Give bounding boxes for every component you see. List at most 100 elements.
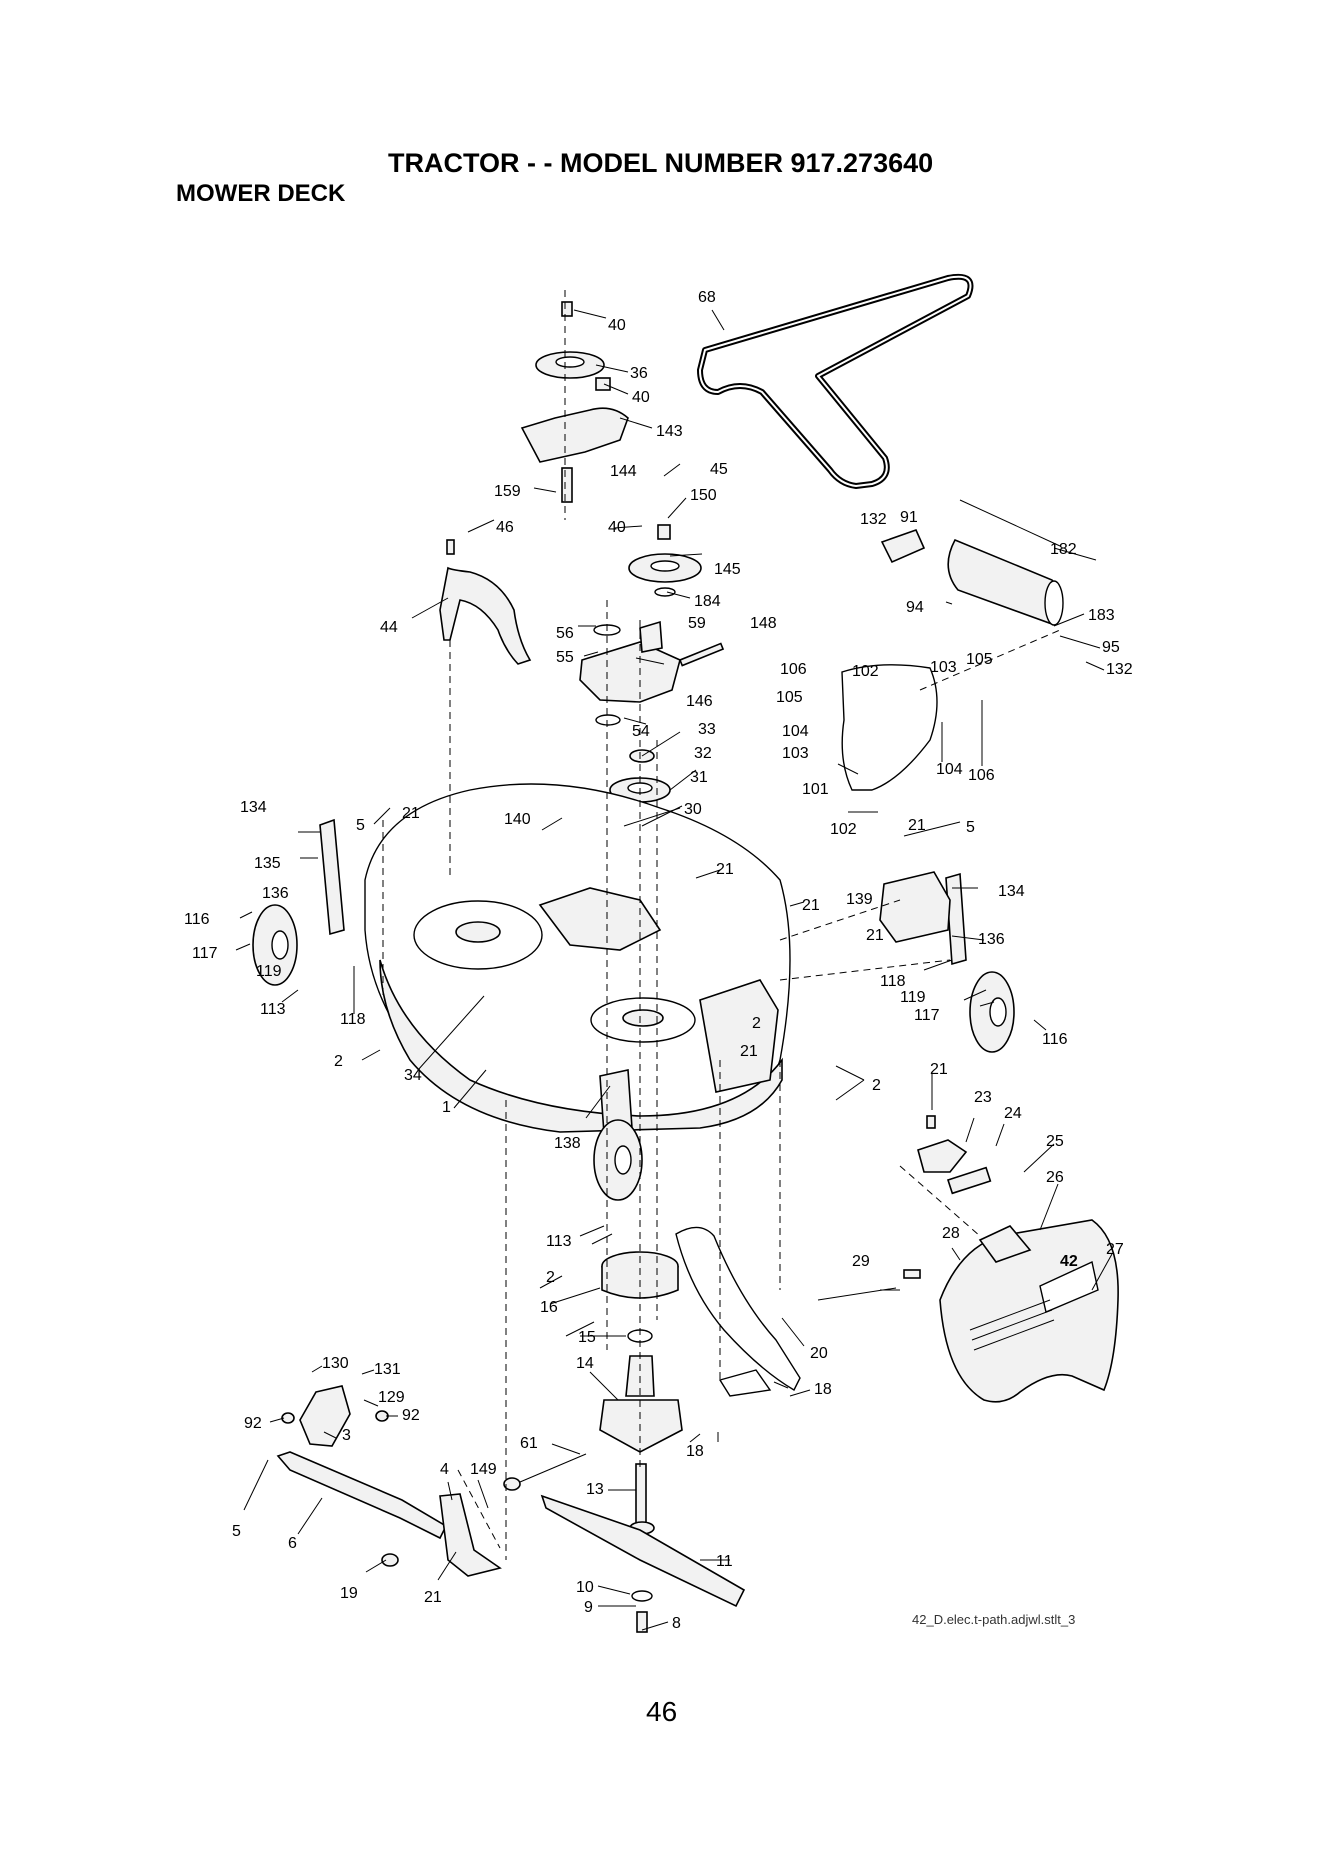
callout-26: 26: [1046, 1169, 1064, 1186]
callout-31: 31: [690, 769, 708, 786]
callout-2: 2: [546, 1269, 555, 1286]
callout-54: 54: [632, 723, 650, 740]
callout-134: 134: [240, 799, 267, 816]
drive-belt: [697, 273, 974, 489]
callout-102: 102: [852, 663, 879, 680]
callout-27: 27: [1106, 1241, 1124, 1258]
callout-95: 95: [1102, 639, 1120, 656]
leader-lines: [235, 309, 1113, 1631]
callout-106: 106: [968, 767, 995, 784]
callout-105: 105: [776, 689, 803, 706]
callout-3: 3: [342, 1427, 351, 1444]
callout-40: 40: [608, 519, 626, 536]
callout-6: 6: [288, 1535, 297, 1552]
callout-2: 2: [752, 1015, 761, 1032]
chute-hinge-parts: [917, 1115, 992, 1195]
callout-129: 129: [378, 1389, 405, 1406]
callout-61: 61: [520, 1435, 538, 1452]
deflector-shield-101: [841, 664, 938, 791]
idler-arm-assembly: [579, 620, 725, 726]
callout-102: 102: [830, 821, 857, 838]
callout-59: 59: [688, 615, 706, 632]
extension-spring-61: [503, 1453, 587, 1491]
callout-28: 28: [942, 1225, 960, 1242]
callout-44: 44: [380, 619, 398, 636]
callout-103: 103: [782, 745, 809, 762]
callout-25: 25: [1046, 1133, 1064, 1150]
callout-13: 13: [586, 1481, 604, 1498]
callout-113: 113: [546, 1233, 572, 1250]
callout-15: 15: [578, 1329, 596, 1346]
callout-21: 21: [424, 1589, 442, 1606]
callout-144: 144: [610, 463, 637, 480]
callout-117: 117: [914, 1007, 940, 1024]
callout-150: 150: [690, 487, 717, 504]
callout-36: 36: [630, 365, 648, 382]
callout-5: 5: [232, 1523, 241, 1540]
belt-guard-left: [439, 539, 532, 665]
callout-21: 21: [802, 897, 820, 914]
callout-19: 19: [340, 1585, 358, 1602]
callout-21: 21: [716, 861, 734, 878]
callout-106: 106: [780, 661, 807, 678]
callout-116: 116: [1042, 1031, 1068, 1048]
callout-148: 148: [750, 615, 777, 632]
callout-135: 135: [254, 855, 281, 872]
callout-21: 21: [908, 817, 926, 834]
callout-68: 68: [698, 289, 716, 306]
callout-21: 21: [866, 927, 884, 944]
idler-bolt: [561, 467, 573, 503]
callout-139: 139: [846, 891, 873, 908]
deck-hanger-bracket-right: [879, 871, 951, 943]
callout-136: 136: [262, 885, 289, 902]
callout-92: 92: [244, 1415, 262, 1432]
gauge-wheel-left: [252, 818, 345, 986]
link-arm-6: [276, 1451, 448, 1540]
callout-104: 104: [782, 723, 809, 740]
callout-16: 16: [540, 1299, 558, 1316]
callout-118: 118: [880, 973, 906, 990]
callout-20: 20: [810, 1345, 828, 1362]
callout-138: 138: [554, 1135, 581, 1152]
callout-159: 159: [494, 483, 521, 500]
callout-136: 136: [978, 931, 1005, 948]
callout-21: 21: [402, 805, 420, 822]
callout-10: 10: [576, 1579, 594, 1596]
callout-30: 30: [684, 801, 702, 818]
callout-130: 130: [322, 1355, 349, 1372]
callout-119: 119: [256, 963, 282, 980]
callout-134: 134: [998, 883, 1025, 900]
callout-146: 146: [686, 693, 713, 710]
callout-145: 145: [714, 561, 741, 578]
callout-143: 143: [656, 423, 683, 440]
anti-scalp-roller: [880, 499, 1064, 626]
callout-11: 11: [716, 1553, 733, 1570]
spindle-housing-14: [599, 1329, 683, 1535]
callout-117: 117: [192, 945, 218, 962]
cutting-blade-11: [540, 1494, 746, 1633]
callout-182: 182: [1050, 541, 1077, 558]
callout-116: 116: [184, 911, 210, 928]
alignment-lines: [382, 290, 1061, 1560]
gauge-wheel-front: [593, 1119, 643, 1201]
callout-40: 40: [608, 317, 626, 334]
callout-2: 2: [872, 1077, 881, 1094]
drawing-reference: 42_D.elec.t-path.adjwl.stlt_3: [912, 1612, 1076, 1627]
callout-104: 104: [936, 761, 963, 778]
callout-132: 132: [1106, 661, 1133, 678]
callout-14: 14: [576, 1355, 594, 1372]
callout-5: 5: [356, 817, 365, 834]
callout-45: 45: [710, 461, 728, 478]
callout-labels: 40 36 40 143 144 159 68 45 150 40 46 145…: [184, 289, 1133, 1632]
callout-91: 91: [900, 509, 918, 526]
callout-40: 40: [632, 389, 650, 406]
callout-46: 46: [496, 519, 514, 536]
idler-bracket: [520, 407, 629, 463]
callout-34: 34: [404, 1067, 422, 1084]
section-title: MOWER DECK: [176, 180, 346, 207]
deck-support-20: [675, 1226, 801, 1397]
callout-18: 18: [814, 1381, 832, 1398]
callout-9: 9: [584, 1599, 593, 1616]
top-idler-pulley: [535, 301, 611, 391]
